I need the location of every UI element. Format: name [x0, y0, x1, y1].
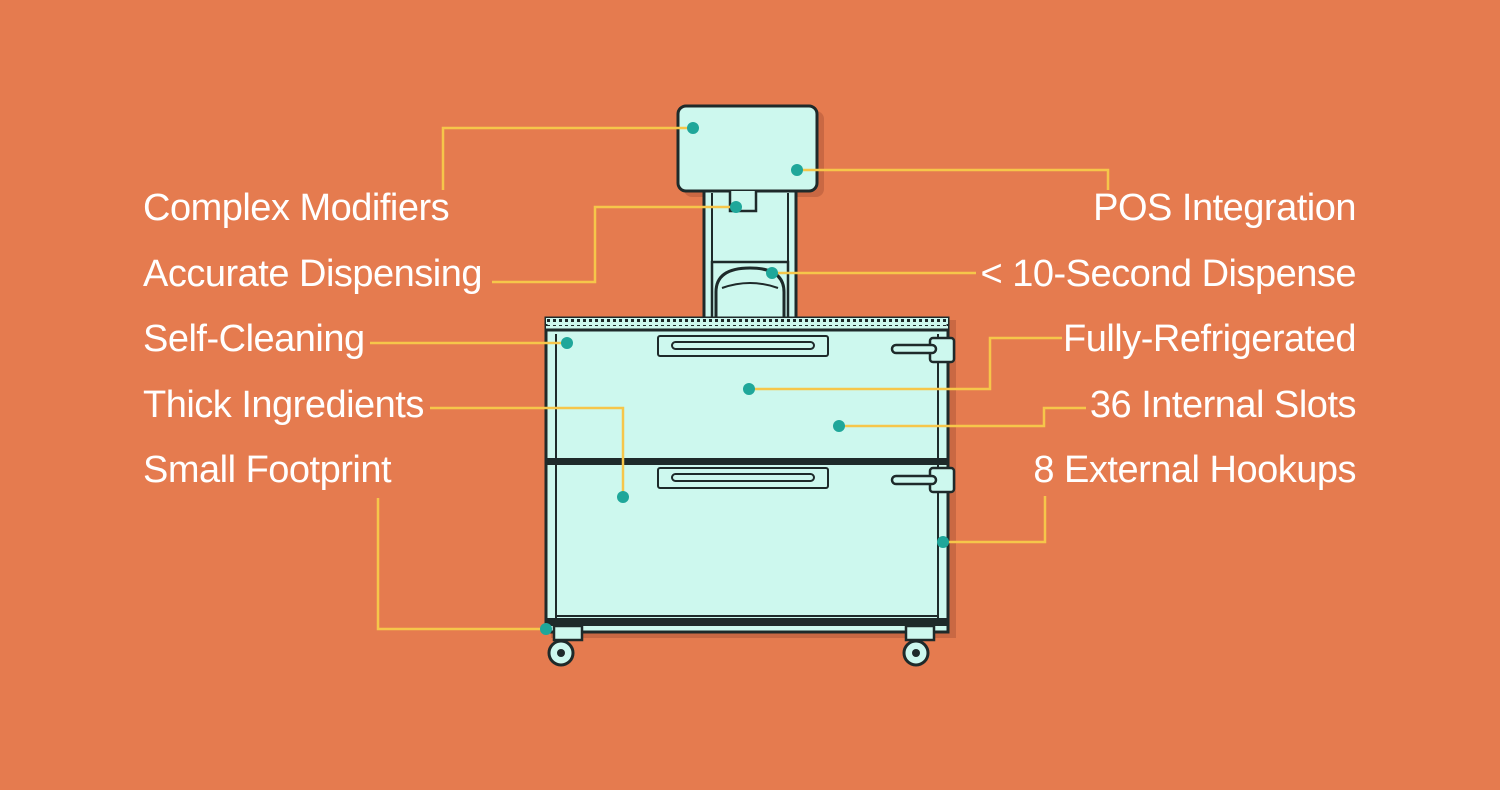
left-caster-wheel	[547, 624, 584, 667]
upper-drawer-handle	[657, 335, 829, 357]
leader-line-complex-modifiers	[441, 126, 693, 190]
dispense-cup	[714, 266, 786, 318]
lower-drawer-handle	[657, 467, 829, 489]
right-caster-wheel	[902, 624, 936, 667]
leader-line-36-internal-slots	[839, 406, 1086, 428]
leader-line-small-footprint	[376, 498, 546, 631]
callout-dot-8-external-hookups	[937, 536, 949, 548]
callout-dot-fully-refrigerated	[743, 383, 755, 395]
cabinet	[544, 316, 950, 634]
label-36-internal-slots: 36 Internal Slots	[1089, 384, 1357, 426]
label-8-external-hookups: 8 External Hookups	[1033, 449, 1356, 491]
label-fully-refrigerated: Fully-Refrigerated	[1063, 318, 1357, 360]
upper-latch	[890, 336, 956, 364]
label-thick-ingredients: Thick Ingredients	[143, 384, 424, 426]
label-complex-modifiers: Complex Modifiers	[143, 187, 450, 229]
tablet-screen	[676, 104, 819, 193]
label-pos-integration: POS Integration	[1093, 187, 1356, 229]
callout-dot-pos-integration	[791, 164, 803, 176]
label-accurate-dispensing: Accurate Dispensing	[143, 253, 483, 295]
label-small-footprint: Small Footprint	[143, 449, 392, 491]
callout-dot-small-footprint	[540, 623, 552, 635]
callout-dot-accurate-dispensing	[730, 201, 742, 213]
callout-dot-complex-modifiers	[687, 122, 699, 134]
callout-dot-36-internal-slots	[833, 420, 845, 432]
leader-line-fully-refrigerated	[749, 336, 1062, 391]
leader-line-8-external-hookups	[943, 496, 1047, 544]
callout-dot-10-second-dispense	[766, 267, 778, 279]
label-self-cleaning: Self-Cleaning	[143, 318, 365, 360]
leader-line-thick-ingredients	[430, 406, 625, 497]
label-10-second-dispense: < 10-Second Dispense	[980, 253, 1356, 295]
callout-dot-thick-ingredients	[617, 491, 629, 503]
leader-line-accurate-dispensing	[492, 205, 736, 284]
leader-line-pos-integration	[797, 168, 1110, 190]
lower-latch	[890, 466, 956, 494]
callout-dot-self-cleaning	[561, 337, 573, 349]
